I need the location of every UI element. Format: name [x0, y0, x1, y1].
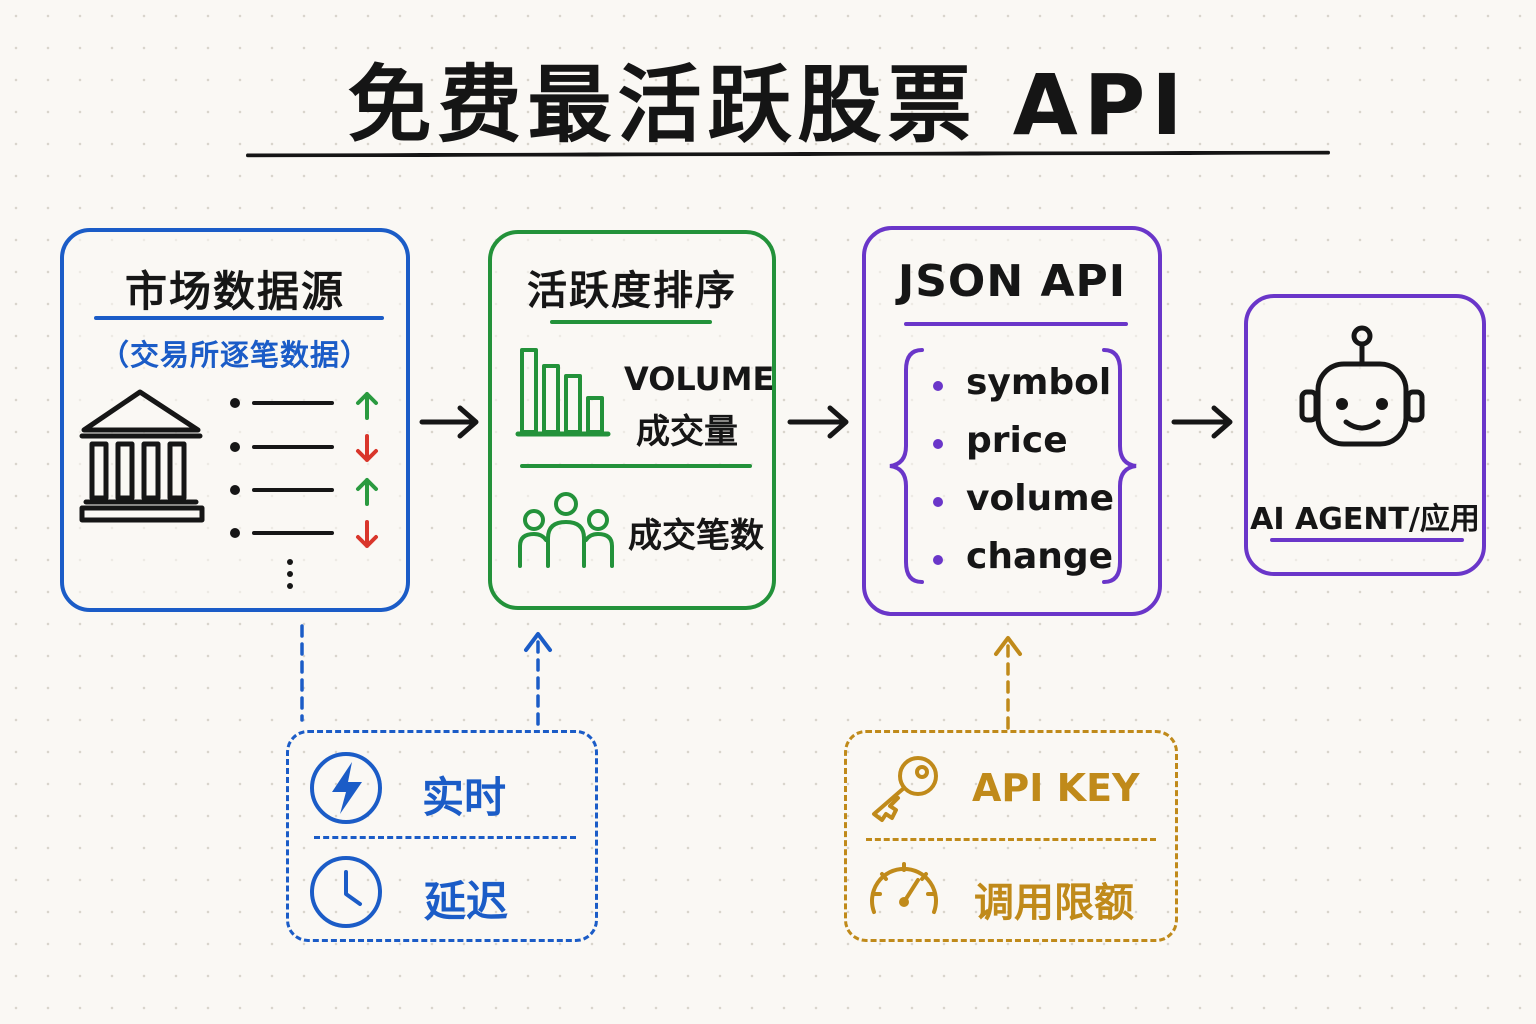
flow-arrow-3 [1171, 405, 1233, 439]
timing-options-box [286, 730, 598, 942]
json-field: change [966, 536, 1114, 577]
json-api-rule [904, 322, 1128, 326]
json-field: volume [966, 478, 1115, 519]
page-title: 免费最活跃股票 API [347, 56, 1189, 154]
activity-ranking-divider [520, 464, 752, 468]
tick-data-list [230, 392, 378, 589]
market-data-source-subtitle: （交易所逐笔数据） [99, 338, 370, 372]
market-data-source-title: 市场数据源 [124, 267, 345, 316]
ai-agent-rule [1270, 538, 1464, 542]
gauge-icon [870, 862, 938, 914]
bar-chart-icon [515, 348, 611, 437]
market-data-source-box: 市场数据源 （交易所逐笔数据） [60, 228, 410, 612]
json-api-box: JSON API [862, 226, 1162, 616]
activity-ranking-rule [550, 320, 712, 324]
json-brace-left [889, 348, 924, 584]
robot-icon [1299, 325, 1425, 447]
field-bullet [933, 381, 943, 391]
api-key-label: API KEY [972, 766, 1140, 810]
lightning-icon [310, 752, 382, 824]
trade-count-label: 成交笔数 [628, 516, 764, 556]
rate-limit-label: 调用限额 [974, 880, 1134, 926]
market-data-source-rule [94, 316, 384, 320]
access-options-box [844, 730, 1178, 942]
json-api-title: JSON API [897, 256, 1127, 307]
access-divider [866, 838, 1156, 841]
key-icon [872, 756, 938, 822]
json-brace-right [1102, 348, 1137, 584]
json-field: price [966, 420, 1068, 461]
volume-label-en: VOLUME [624, 360, 775, 398]
activity-ranking-title: 活跃度排序 [527, 268, 737, 314]
field-bullet [933, 555, 943, 565]
clock-icon [310, 856, 382, 928]
realtime-label: 实时 [422, 773, 507, 822]
json-field: symbol [966, 362, 1112, 403]
ai-agent-label: AI AGENT/应用 [1250, 502, 1480, 537]
people-group-icon [518, 492, 614, 568]
flow-arrow-2 [787, 405, 849, 439]
delayed-label: 延迟 [424, 877, 509, 926]
field-bullet [933, 439, 943, 449]
bank-building-icon [79, 389, 205, 523]
activity-ranking-box: 活跃度排序 [488, 230, 776, 610]
access-connector [994, 636, 1022, 730]
timing-connector [300, 624, 552, 726]
flow-arrow-1 [419, 405, 479, 439]
field-bullet [933, 497, 943, 507]
timing-divider [314, 836, 576, 839]
volume-label-cn: 成交量 [636, 412, 738, 452]
